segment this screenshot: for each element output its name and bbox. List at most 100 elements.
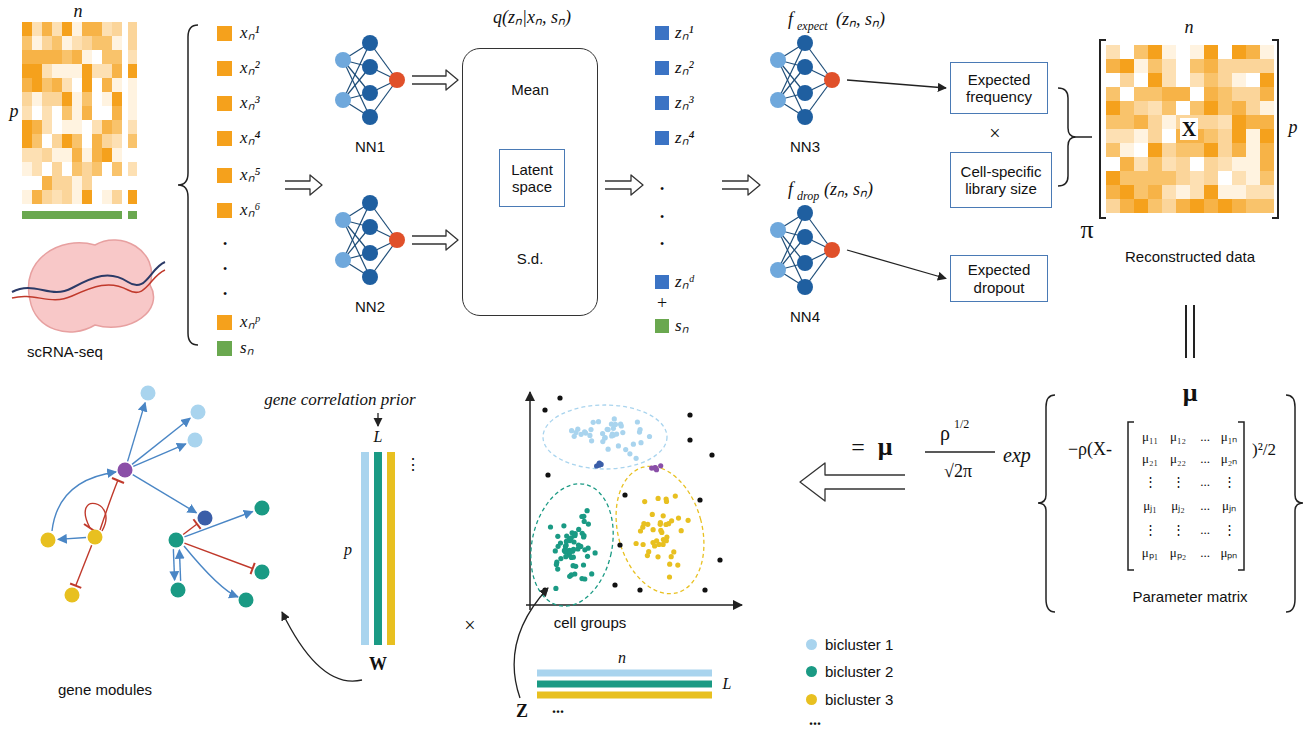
heat-cell [1162, 45, 1176, 59]
heat-cell [1120, 73, 1134, 87]
heat-cell [1120, 171, 1134, 185]
heat-cell [1260, 59, 1274, 73]
figure-label: −ρ(X- [1068, 440, 1112, 460]
figure-label: μ₂ₙ [1221, 452, 1238, 466]
rect-shape [217, 96, 232, 111]
cell-point [555, 567, 560, 572]
heat-cell [102, 78, 112, 92]
heat-cell [52, 22, 62, 36]
gene-node [171, 583, 186, 598]
heat-cell [82, 120, 92, 134]
heat-cell [1176, 73, 1190, 87]
axis [526, 604, 742, 606]
heat-cell [92, 148, 102, 162]
cell-point [687, 437, 692, 442]
w-bars [365, 452, 391, 645]
formula-brace [1038, 395, 1303, 612]
figure-label: sₙ [240, 339, 254, 358]
cell-point [645, 553, 650, 558]
figure-label: sₙ [675, 317, 689, 336]
node-text: Latent space [504, 161, 560, 196]
heat-cell [72, 78, 82, 92]
heat-cell [62, 78, 72, 92]
heat-cell [1218, 157, 1232, 171]
heat-cell [42, 36, 52, 50]
heat-cell [102, 64, 112, 78]
heat-cell [52, 176, 62, 190]
cell-point [581, 562, 586, 567]
heat-cell [1204, 143, 1218, 157]
heat-cell [1246, 129, 1260, 143]
heat-cell [72, 22, 82, 36]
process-box: Latent space [499, 149, 565, 207]
cell-point [571, 563, 576, 568]
heat-cell [1176, 101, 1190, 115]
neuron [770, 52, 786, 68]
heat-cell [1106, 73, 1120, 87]
heat-cell [72, 190, 82, 204]
heat-cell [52, 92, 62, 106]
heat-cell [22, 120, 32, 134]
node-text: Expected frequency [955, 71, 1043, 106]
heat-cell [1176, 171, 1190, 185]
heat-cell [1260, 115, 1274, 129]
neuron [797, 205, 813, 221]
neuron [797, 59, 813, 75]
nn-icons [335, 35, 840, 295]
heat-cell [1246, 171, 1260, 185]
figure-label: zₙ² [675, 59, 694, 78]
heat-cell [1218, 73, 1232, 87]
cluster-outline [603, 456, 718, 603]
cell-point [582, 547, 587, 552]
figure-label: • [660, 238, 664, 251]
cell-point [571, 539, 576, 544]
cell-point [619, 423, 624, 428]
heat-cell [1148, 143, 1162, 157]
hollow-arrow [412, 70, 458, 90]
figure-label: (zₙ, sₙ) [836, 10, 885, 30]
neuron [362, 269, 378, 285]
cell-point [652, 543, 657, 548]
figure-label: xₙᵖ [240, 313, 259, 332]
fraction-line [925, 451, 995, 452]
heat-cell [1190, 101, 1204, 115]
figure-label: drop [797, 190, 819, 203]
gene-node [65, 588, 80, 603]
heat-cell [1260, 185, 1274, 199]
figure-label: ⋮ [1144, 523, 1157, 537]
heat-cell [1232, 171, 1246, 185]
cell-point [620, 430, 625, 435]
heat-cell [32, 120, 42, 134]
cell-point [567, 550, 572, 555]
heat-cell [1134, 129, 1148, 143]
heat-cell [128, 134, 137, 148]
equals-sign [1186, 305, 1194, 358]
heat-cell [1106, 143, 1120, 157]
heat-cell [1120, 129, 1134, 143]
curved-arrow [514, 588, 548, 698]
legend-text: bicluster 1 [825, 636, 893, 653]
figure-label: + [657, 294, 667, 314]
gene-node [255, 565, 270, 580]
heat-cell [1190, 185, 1204, 199]
cell-point [572, 434, 577, 439]
gene-node [188, 433, 203, 448]
cell-point [655, 554, 660, 559]
cell-point [545, 472, 550, 477]
merge-brace [1058, 88, 1092, 186]
heat-cell [1204, 185, 1218, 199]
heat-cell [42, 176, 52, 190]
figure-label: μₚₙ [1221, 546, 1238, 560]
heat-cell [92, 120, 102, 134]
heat-cell [1162, 185, 1176, 199]
rect-shape [655, 131, 669, 145]
figure-label: ... [1200, 523, 1210, 537]
heat-cell [1162, 115, 1176, 129]
heat-cell [22, 134, 32, 148]
cell-point [553, 586, 558, 591]
scatter-points [542, 395, 722, 592]
neuron [770, 262, 786, 278]
path-shape [361, 452, 369, 645]
heat-cell [22, 106, 32, 120]
